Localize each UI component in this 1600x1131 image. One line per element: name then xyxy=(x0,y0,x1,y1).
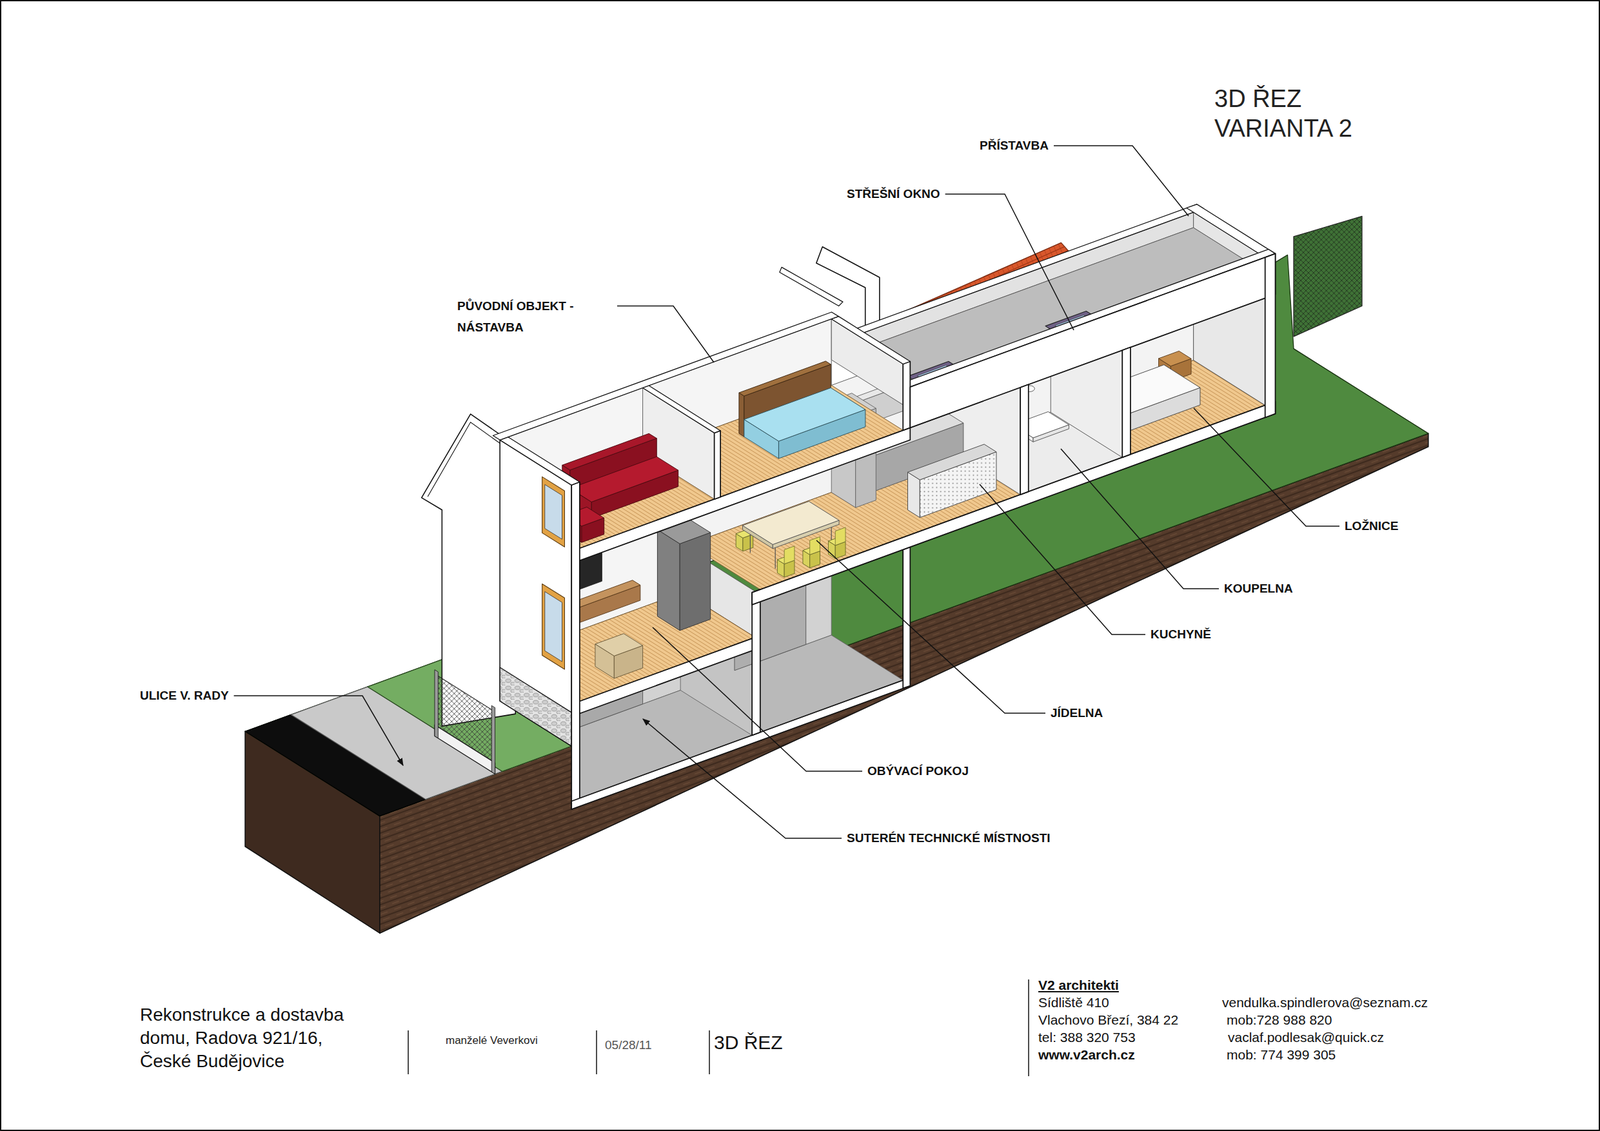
firm-address: Vlachovo Březí, 384 22 xyxy=(1038,1011,1179,1029)
firm-address: Sídliště 410 xyxy=(1038,994,1110,1012)
leader-line xyxy=(979,484,1146,635)
contact-phone: mob:728 988 820 xyxy=(1226,1011,1332,1029)
garden-fence xyxy=(1293,216,1363,337)
chair-back xyxy=(809,536,821,555)
section-cut xyxy=(579,427,910,561)
contact-email: vendulka.spindlerova@seznam.cz xyxy=(1222,994,1428,1012)
sofa xyxy=(570,456,679,502)
callout-label: KUCHYNĚ xyxy=(1150,626,1212,643)
section-cut xyxy=(902,361,910,431)
leader-line xyxy=(1060,448,1219,589)
callout-label: ULICE V. RADY xyxy=(139,688,229,704)
street-facade xyxy=(499,439,572,747)
callout-label: LOŽNICE xyxy=(1344,518,1399,534)
leader-line xyxy=(816,540,1046,714)
section-cut xyxy=(579,638,752,714)
callout-label: PŘÍSTAVBA xyxy=(979,138,1049,154)
section-cut xyxy=(571,481,580,810)
callout-label: OBÝVACÍ POKOJ xyxy=(867,763,969,780)
drawing-title: 3D ŘEZ VARIANTA 2 xyxy=(1214,83,1383,144)
wall-top xyxy=(492,312,839,440)
wall-top xyxy=(831,316,910,365)
leader-line xyxy=(642,719,842,839)
contact-phone: tel: 388 320 753 xyxy=(1038,1029,1136,1047)
section-cut xyxy=(1020,384,1029,495)
leader-lines xyxy=(234,145,1340,839)
callout-label: JÍDELNA xyxy=(1050,705,1103,721)
parapet-top xyxy=(1186,204,1276,258)
bed xyxy=(744,387,866,442)
section-cut xyxy=(1122,347,1131,458)
wall-top xyxy=(642,385,721,433)
section-cut xyxy=(902,546,910,689)
leader-line xyxy=(1053,145,1189,217)
window-glass xyxy=(544,591,563,662)
fence-post xyxy=(491,705,495,774)
chair-back xyxy=(784,546,795,565)
leader-line xyxy=(945,194,1074,331)
window-frame xyxy=(542,583,565,670)
callout-label: KOUPELNA xyxy=(1224,581,1294,597)
title-block-separator xyxy=(407,1030,409,1075)
contact-email: vaclaf.podlesak@quick.cz xyxy=(1227,1029,1384,1047)
fireplace xyxy=(679,532,711,631)
contact-phone: mob: 774 399 305 xyxy=(1226,1046,1336,1064)
section-cut xyxy=(1265,253,1276,418)
lawn xyxy=(245,348,1429,817)
section-cut xyxy=(751,589,761,736)
sheet-title: 3D ŘEZ xyxy=(713,1031,783,1055)
drawing-date: 05/28/11 xyxy=(604,1037,652,1054)
leader-line xyxy=(617,306,714,364)
armchair xyxy=(595,633,643,657)
firm-name: V2 architekti xyxy=(1038,977,1119,994)
wall-top xyxy=(499,437,580,485)
chair-back xyxy=(835,527,846,546)
website: www.v2arch.cz xyxy=(1038,1046,1136,1064)
fireplace xyxy=(657,529,680,631)
window-glass xyxy=(544,484,563,540)
title-block-separator xyxy=(1027,979,1030,1077)
parapet-top xyxy=(903,249,1276,388)
callout-label: STŘEŠNÍ OKNO xyxy=(846,186,941,202)
fence-mesh xyxy=(436,675,494,763)
section-cut xyxy=(714,430,721,500)
fence-post xyxy=(434,670,438,739)
section-drawing xyxy=(245,204,1429,934)
kitchen-island xyxy=(908,444,997,480)
title-block-separator xyxy=(708,1030,711,1075)
client-name: manželé Veverkovi xyxy=(445,1033,538,1048)
title-block-separator xyxy=(595,1030,598,1075)
project-name: Rekonstrukce a dostavba domu, Radova 921… xyxy=(139,1003,363,1074)
headboard xyxy=(739,361,831,396)
neighbour-structure xyxy=(779,266,843,306)
leader-line xyxy=(234,695,404,766)
section-cut xyxy=(751,401,1275,605)
callout-label: SUTERÉN TECHNICKÉ MÍSTNOSTI xyxy=(846,830,1051,847)
headboard xyxy=(739,392,745,437)
section-cut xyxy=(909,253,1275,428)
callout-label: PŮVODNÍ OBJEKT - NÁSTAVBA xyxy=(457,295,613,338)
bedside-table xyxy=(1158,350,1192,366)
leader-line xyxy=(652,627,863,772)
table-leg xyxy=(775,544,776,569)
leader-line xyxy=(1193,408,1340,527)
window-frame xyxy=(542,476,565,547)
dining-table xyxy=(742,501,840,545)
stone-plinth xyxy=(499,667,572,747)
